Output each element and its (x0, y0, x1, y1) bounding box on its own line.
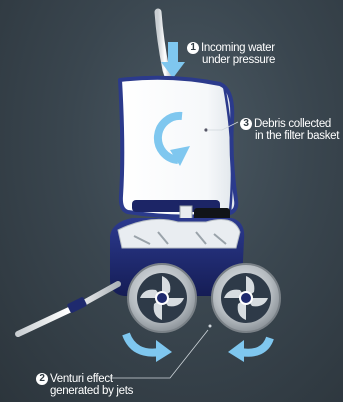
filter-bag (120, 78, 236, 217)
venturi-pointer-dot (209, 325, 212, 328)
sweep-hose (18, 284, 118, 334)
callout-line2: in the filter basket (240, 130, 339, 142)
left-wheel (128, 264, 196, 332)
body-top-panel (118, 219, 240, 248)
callout-line1: Debris collected (254, 118, 331, 130)
callout-line2: generated by jets (36, 385, 133, 397)
callout-line2: under pressure (187, 54, 275, 66)
callout-number-badge: 2 (36, 373, 48, 385)
callout-number-badge: 1 (187, 42, 199, 54)
venturi-arrow-right-icon (228, 338, 270, 362)
venturi-arrow-left-icon (126, 334, 172, 362)
right-wheel (212, 264, 280, 332)
callout-number-badge: 3 (240, 118, 252, 130)
callout-line1: Incoming water (201, 42, 275, 54)
callout-line1: Venturi effect (50, 373, 113, 385)
